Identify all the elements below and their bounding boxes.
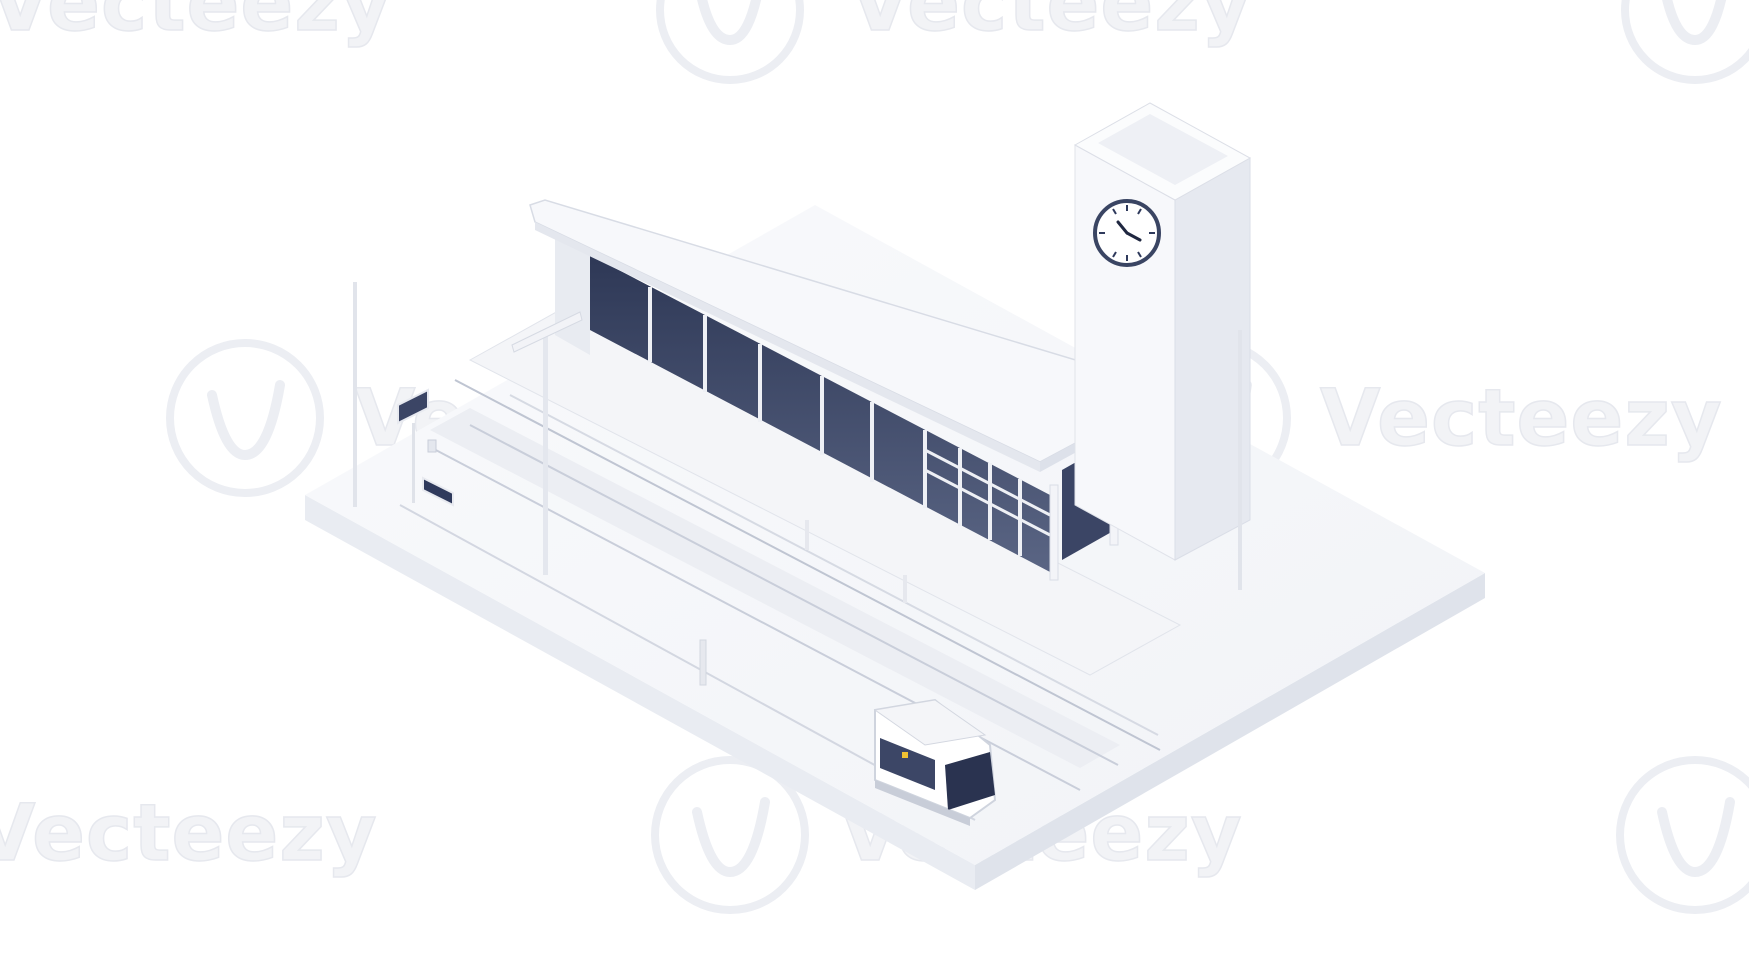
- train-window: [880, 738, 935, 790]
- sign-icon: [422, 476, 454, 507]
- watermark-text: Vecteezy: [850, 0, 1253, 49]
- train-icon: [873, 698, 997, 826]
- station-building: [529, 199, 1177, 581]
- vecteezy-logo-icon: [656, 0, 804, 84]
- train-windshield: [945, 752, 995, 810]
- watermark-text: Vecteezy: [0, 0, 393, 49]
- pole: [353, 282, 357, 507]
- base-right-face: [975, 573, 1485, 890]
- clock-icon: [1093, 199, 1161, 267]
- vecteezy-logo-icon: [1616, 756, 1749, 914]
- vecteezy-logo-icon: [166, 339, 324, 497]
- pole: [1238, 330, 1242, 590]
- station-signs: [397, 388, 454, 507]
- watermark-text: Vecteezy: [1320, 374, 1723, 464]
- sign-icon: [397, 388, 429, 425]
- vecteezy-logo-icon: [1621, 0, 1749, 84]
- base-left-face: [305, 495, 975, 890]
- clock-tower: [1073, 102, 1252, 561]
- vecteezy-logo-icon: [651, 756, 809, 914]
- station-platform: [454, 309, 1182, 751]
- street-furniture: [353, 282, 1242, 686]
- lamp-post-icon: [511, 311, 583, 575]
- watermark-text: Vecteezy: [0, 789, 378, 879]
